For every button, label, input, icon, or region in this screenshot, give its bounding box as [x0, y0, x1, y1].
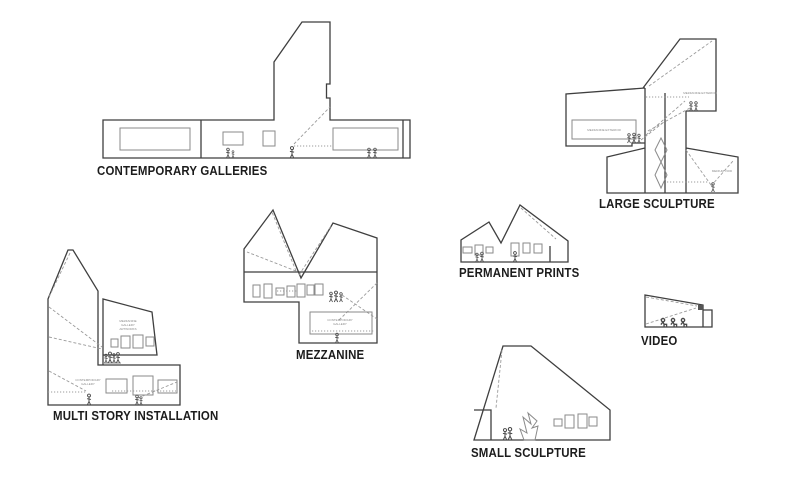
visitor-figure	[631, 132, 637, 144]
doorway	[262, 130, 276, 147]
sightline	[640, 40, 734, 187]
building-outline	[102, 21, 411, 159]
building-outline	[243, 208, 378, 344]
visitor-figure	[139, 396, 143, 406]
visitor-figure	[328, 291, 334, 303]
visitor-figure	[693, 101, 699, 112]
artwork-frame	[296, 283, 306, 298]
seated-viewer-figure	[680, 317, 688, 328]
artwork-frame	[332, 127, 399, 151]
permanent-prints-section	[460, 204, 569, 263]
sightline	[246, 211, 378, 322]
micro-label: GALLERY	[333, 322, 347, 326]
artwork-frame	[533, 243, 543, 254]
artwork-frame	[485, 246, 494, 254]
small-sculpture-section	[473, 345, 611, 441]
large-sculpture-section: MEZZANINE EXTERIOR MEZZANINE EXTERIOR ME…	[565, 38, 739, 194]
artwork-frame	[522, 242, 531, 254]
seated-viewer-figure	[660, 317, 668, 328]
artwork-frame	[286, 285, 296, 298]
micro-label: MEZZANINE EXTERIOR	[587, 128, 621, 132]
mezzanine-section: CONTEMPORARY GALLERY	[243, 208, 378, 344]
micro-label: MEZZANINE EXTERIOR	[683, 91, 717, 95]
projector-screen	[698, 305, 703, 310]
projection-line	[645, 296, 698, 325]
pedestal-object	[577, 413, 588, 429]
label-contemporary-galleries: CONTEMPORARY GALLERIES	[97, 163, 268, 178]
pedestal-object	[564, 414, 575, 429]
artwork-frame	[462, 246, 473, 254]
micro-label: MEDIUM VOID	[712, 169, 733, 173]
wall-divider	[200, 120, 404, 158]
label-permanent-prints: PERMANENT PRINTS	[459, 265, 580, 280]
visitor-figure	[626, 133, 632, 144]
visitor-figure	[338, 292, 344, 303]
visitor-figure	[507, 426, 513, 441]
video-section	[644, 294, 713, 328]
artwork-frame	[132, 375, 154, 396]
artwork-frame	[157, 379, 178, 394]
building-outline	[644, 294, 713, 328]
artwork-frame	[132, 334, 144, 349]
building-outline	[460, 204, 569, 263]
label-mezzanine: MEZZANINE	[296, 347, 365, 362]
artwork-frame	[145, 336, 155, 347]
artwork-frame	[306, 284, 315, 296]
sightline	[293, 106, 331, 145]
sightline-dotted	[646, 96, 709, 183]
artwork-frame	[110, 338, 119, 348]
building-outline	[47, 249, 181, 406]
visitor-figure	[134, 394, 140, 406]
pedestal-object	[588, 416, 598, 427]
sculpture-figure	[519, 411, 539, 441]
artwork-frame	[275, 287, 285, 296]
label-large-sculpture: LARGE SCULPTURE	[599, 196, 715, 211]
label-small-sculpture: SMALL SCULPTURE	[471, 445, 586, 460]
pedestal-object	[553, 418, 563, 427]
visitor-figure	[115, 352, 121, 364]
building-outline	[473, 345, 611, 441]
sightline	[520, 207, 557, 240]
label-video: VIDEO	[641, 333, 678, 348]
visitor-figure	[107, 351, 113, 364]
visitor-figure	[333, 290, 339, 303]
micro-label: ARTWORKS	[119, 327, 136, 331]
artwork-frame	[474, 244, 484, 256]
artwork-frame	[119, 127, 191, 151]
artwork-frame	[222, 131, 244, 146]
visitor-figure	[225, 147, 231, 159]
visitor-figure	[334, 332, 340, 344]
label-multi-story-installation: MULTI STORY INSTALLATION	[53, 408, 219, 423]
sculpture-diamond	[654, 136, 668, 190]
artwork-frame	[571, 119, 637, 140]
visitor-figure	[86, 393, 92, 406]
visitor-figure	[474, 252, 480, 263]
building-outline	[565, 38, 739, 194]
micro-label: GALLERY	[121, 323, 135, 327]
micro-label: CONTEMPORARY	[327, 318, 353, 322]
micro-label: CONTEMPORARY	[75, 378, 101, 382]
visitor-figure	[231, 150, 235, 159]
seated-viewer-figure	[670, 317, 678, 328]
sightline	[48, 252, 178, 399]
micro-label: GALLERY	[81, 382, 95, 386]
multi-story-installation-section: MEZZANINE GALLERY ARTWORKS CONTEMPORARY …	[47, 249, 181, 406]
micro-label: MEZZANINE	[119, 319, 136, 323]
visitor-figure	[479, 251, 485, 263]
visitor-figure	[502, 428, 508, 441]
artwork-frame	[120, 335, 131, 349]
sightline-dotted	[48, 390, 176, 393]
artwork-frame	[309, 311, 373, 335]
visitor-figure	[512, 251, 518, 263]
artwork-frame	[263, 283, 273, 299]
contemporary-galleries-section	[102, 21, 411, 159]
artwork-frame	[314, 283, 324, 296]
artwork-frame	[252, 284, 261, 298]
artwork-frame	[105, 378, 128, 394]
visitor-figure	[636, 133, 642, 144]
visitor-figure	[289, 146, 295, 159]
visitor-figure	[688, 101, 694, 112]
